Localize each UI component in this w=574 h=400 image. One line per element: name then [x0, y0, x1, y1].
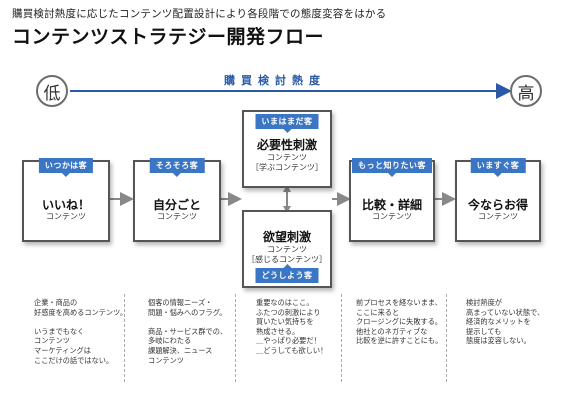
stage-sub-3-lower: コンテンツ — [267, 245, 307, 254]
stage-sub-1: コンテンツ — [46, 212, 86, 221]
page-subtitle: 購買検討熱度に応じたコンテンツ配置設計により各段階での態度変容をはかる — [12, 8, 387, 20]
stage-name-1: いいね！ — [41, 198, 90, 212]
stage-sub-4: コンテンツ — [372, 212, 412, 221]
stage-sub-3: コンテンツ — [267, 153, 307, 162]
stage-sub-2: コンテンツ — [157, 212, 197, 221]
stage-box-4: もっと知りたい客 比較・詳細 コンテンツ — [349, 158, 435, 242]
column-separator-4 — [446, 294, 447, 382]
stage-tag-3: いまはまだ客 — [255, 114, 319, 129]
stage-name-4: 比較・詳細 — [361, 198, 422, 212]
stage-tag-2: そろそろ客 — [149, 158, 205, 173]
stage-name-2: 自分ごと — [152, 198, 201, 212]
scale-label: 購買検討熱度 — [224, 74, 326, 87]
scale-low-label: 低 — [43, 83, 61, 104]
stage-sub-3b: ［学ぶコンテンツ］ — [251, 163, 323, 172]
page-title: コンテンツストラテジー開発フロー — [12, 26, 325, 48]
column-separator-1 — [124, 294, 125, 382]
stage-tag-3-lower: どうしよう客 — [255, 268, 319, 283]
stage-description-5: 検討熱度が 高まっていない状態で、 経済的なメリットを 提示しても 態度は変容し… — [466, 298, 545, 346]
stage-description-2: 個客の情報ニーズ・ 問題・悩みへのフラグ。 商品・サービス群での、 多岐にわたる… — [148, 298, 228, 365]
stage-tag-4: もっと知りたい客 — [352, 158, 432, 173]
stage-description-4: 前プロセスを経ないまま、 ここに来ると クロージングに失敗する。 他社とのネガテ… — [356, 298, 443, 346]
scale-low-circle: 低 — [36, 75, 68, 107]
stage-sub-3-lower-b: ［感じるコンテンツ］ — [247, 255, 327, 264]
stage-box-3-upper: いまはまだ客 必要性刺激 コンテンツ ［学ぶコンテンツ］ — [242, 110, 332, 188]
scale-high-label: 高 — [517, 83, 535, 104]
stage-sub-5: コンテンツ — [478, 212, 518, 221]
stage-name-3-lower: 欲望刺激 — [262, 230, 311, 244]
stage-tag-1: いつかは客 — [38, 158, 94, 173]
scale-high-circle: 高 — [510, 75, 542, 107]
column-separator-2 — [235, 294, 236, 382]
stage-box-2: そろそろ客 自分ごと コンテンツ — [133, 158, 221, 242]
stage-box-1: いつかは客 いいね！ コンテンツ — [22, 158, 110, 242]
stage-box-5: いますぐ客 今ならお得 コンテンツ — [455, 158, 541, 242]
stage-tag-5: いますぐ客 — [470, 158, 526, 173]
stage-description-1: 企業・商品の 好感度を高めるコンテンツ。 いうまでもなく コンテンツ マーケティ… — [34, 298, 128, 365]
stage-box-3-lower: 欲望刺激 コンテンツ ［感じるコンテンツ］ どうしよう客 — [242, 210, 332, 288]
stage-name-5: 今ならお得 — [467, 198, 528, 212]
column-separator-3 — [341, 294, 342, 382]
stage-description-3: 重要なのはここ。 ふたつの刺激により 買いたい気持ちを 熟成させる。 ＿やっぱり… — [256, 298, 328, 355]
stage-name-3: 必要性刺激 — [256, 138, 317, 152]
